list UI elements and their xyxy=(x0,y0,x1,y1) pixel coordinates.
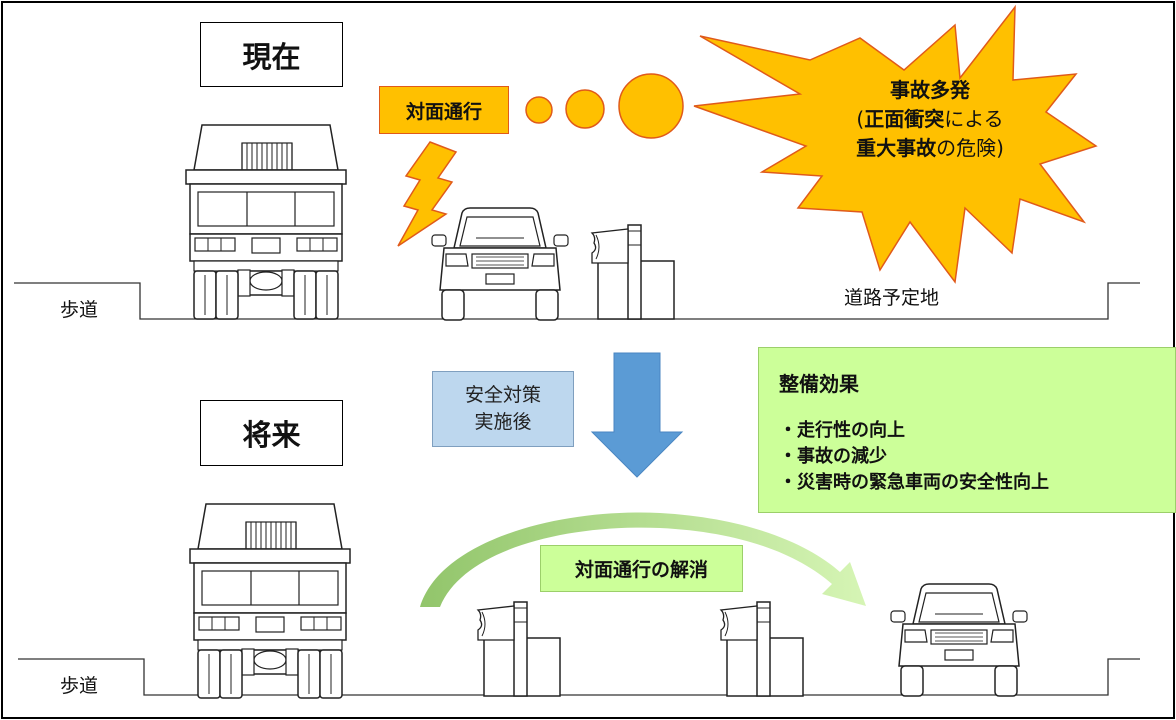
road-profile-bottom xyxy=(18,658,1140,696)
road-profile-top xyxy=(14,282,1140,320)
guardrail-left xyxy=(477,601,561,697)
thought-bubble-medium xyxy=(565,89,605,129)
curved-arrow xyxy=(420,512,866,607)
future-title: 将来 xyxy=(200,400,343,466)
effects-heading: 整備効果 xyxy=(779,372,859,396)
thought-bubble-small xyxy=(525,96,553,124)
safety-measure-box: 安全対策 実施後 xyxy=(432,371,574,447)
truck-bottom xyxy=(189,503,351,699)
sidewalk-label-bottom: 歩道 xyxy=(60,675,99,697)
car-bottom xyxy=(890,583,1028,697)
guardrail-right xyxy=(720,601,804,697)
effects-list: ・走行性の向上 ・事故の減少 ・災害時の緊急車両の安全性向上 xyxy=(779,418,1175,496)
effect-item: ・事故の減少 xyxy=(779,446,887,467)
accident-burst xyxy=(693,4,1098,284)
effect-item: ・災害時の緊急車両の安全性向上 xyxy=(779,472,1049,493)
truck-top xyxy=(185,124,347,320)
lightning-icon xyxy=(397,141,458,247)
effect-item: ・走行性の向上 xyxy=(779,420,905,441)
oncoming-resolved-label: 対面通行の解消 xyxy=(540,545,743,592)
car-top xyxy=(431,207,569,321)
down-arrow xyxy=(590,352,684,478)
accident-burst-text: 事故多発 (正面衝突による 重大事故の危険) xyxy=(856,78,1004,160)
thought-bubble-large xyxy=(618,73,684,139)
oncoming-traffic-label: 対面通行 xyxy=(379,86,509,134)
improvement-effects-panel: 整備効果 ・走行性の向上 ・事故の減少 ・災害時の緊急車両の安全性向上 xyxy=(758,347,1176,513)
planned-road-label: 道路予定地 xyxy=(844,287,940,309)
current-title: 現在 xyxy=(200,22,343,87)
guardrail-top xyxy=(591,224,675,320)
sidewalk-label-top: 歩道 xyxy=(60,299,99,321)
